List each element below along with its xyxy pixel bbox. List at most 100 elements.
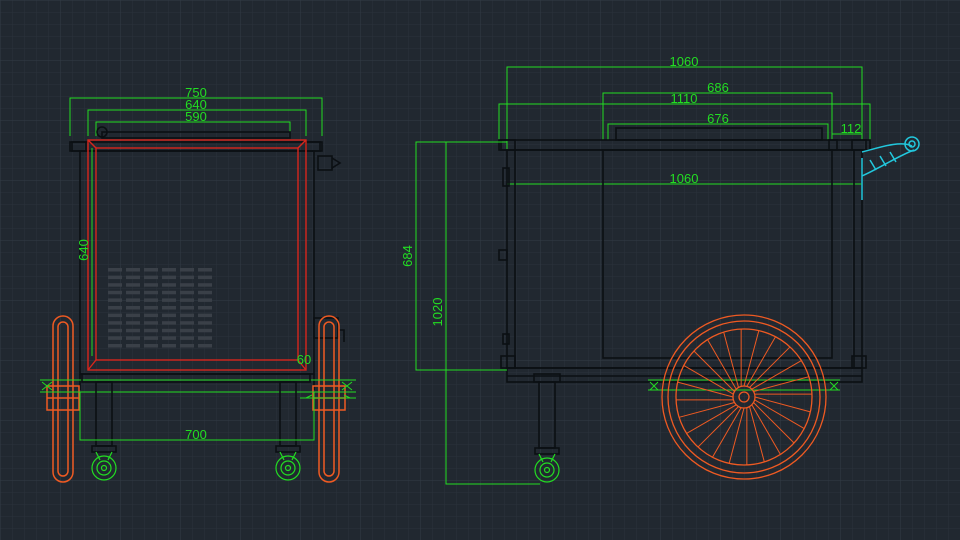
wheel-spoke [751,360,802,390]
vent-slot [108,268,122,272]
wheel-spoke [753,376,810,392]
vent-slot [180,306,194,310]
vent-slot [126,328,140,333]
front-casters [91,451,301,481]
dim-label-1110: 1110 [671,91,698,106]
wheel-spoke [693,350,735,392]
vent-slot [126,268,140,272]
wheel-spoke [754,396,811,413]
vent-slot [180,328,194,333]
dim-label-640-top: 640 [185,97,207,112]
front-side-knob [313,155,345,342]
wheel-spoke [746,336,776,387]
vent-slot [198,283,212,287]
vent-slot [180,290,194,295]
side-push-handle [861,136,920,200]
vent-slot [198,290,212,295]
vent-slot [162,321,176,325]
vent-slot [198,268,212,272]
vent-slot [198,306,212,310]
dim-label-700: 700 [185,427,207,442]
dim-label-590: 590 [185,109,207,124]
dim-label-1060-top: 1060 [670,54,699,69]
wheel-spoke [723,331,739,388]
front-dimension-bracket-700 [79,392,315,441]
vent-slot [162,290,176,295]
vent-slot [162,344,176,348]
dim-label-1060-mid: 1060 [670,171,699,186]
wheel-spoke [749,346,791,388]
wheel-spoke [677,381,734,398]
vent-slot [144,321,158,325]
vent-slot [198,344,212,348]
front-axle-frame [40,379,356,399]
vent-slot [144,268,158,272]
vent-slot [180,298,194,302]
vent-slot [126,283,140,287]
dim-label-112: 112 [841,121,862,136]
vent-slot [198,275,212,280]
vent-slot [162,283,176,287]
vent-slot [126,275,140,280]
dim-label-750: 750 [185,85,207,100]
vent-slot [198,321,212,325]
vent-slot [126,306,140,310]
vent-slot [144,306,158,310]
side-large-wheel [661,314,827,480]
vent-slot [198,313,212,318]
wheel-spoke [749,406,765,463]
vent-slot [126,321,140,325]
vent-slot [108,290,122,295]
vent-slot [144,283,158,287]
vent-grille [108,268,212,348]
dim-label-676: 676 [707,111,729,126]
vent-slot [180,321,194,325]
wheel-spoke [751,404,781,455]
front-caster-legs [81,373,311,453]
vent-slot [180,313,194,318]
vent-slot [108,328,122,333]
vent-slot [108,298,122,302]
wheel-spoke [743,330,760,387]
dim-label-686: 686 [707,80,729,95]
wheel-spoke [686,404,737,434]
vent-slot [108,283,122,287]
vent-slot [144,290,158,295]
side-caster-leg [533,373,561,455]
wheel-spoke [728,407,745,464]
vent-slot [108,306,122,310]
vent-slot [180,344,194,348]
vent-slot [180,336,194,340]
side-view: 1060 686 1110 676 112 1060 684 1020 [400,54,920,485]
vent-slot [144,336,158,340]
vent-slot [144,298,158,302]
wheel-spoke [678,402,735,418]
dim-label-60: 60 [297,352,311,367]
vent-slot [126,344,140,348]
front-cooler-box [87,139,307,371]
wheel-spoke [712,407,742,458]
vent-slot [126,298,140,302]
vent-slot [126,336,140,340]
dim-label-1020: 1020 [430,298,445,327]
vent-slot [162,328,176,333]
vent-slot [144,328,158,333]
front-dimension-brackets [69,97,323,136]
dim-label-640-side: 640 [76,239,91,261]
side-vertical-dimensions [415,141,540,485]
vent-slot [108,336,122,340]
dim-label-684: 684 [400,245,415,267]
wheel-spoke [683,365,734,395]
vent-slot [162,268,176,272]
vent-slot [108,275,122,280]
vent-slot [162,298,176,302]
vent-slot [162,306,176,310]
vent-slot [180,275,194,280]
front-view: 750 640 590 640 60 700 [40,85,356,483]
vent-slot [126,313,140,318]
vent-slot [198,328,212,333]
wheel-spoke [754,399,805,429]
vent-slot [144,313,158,318]
